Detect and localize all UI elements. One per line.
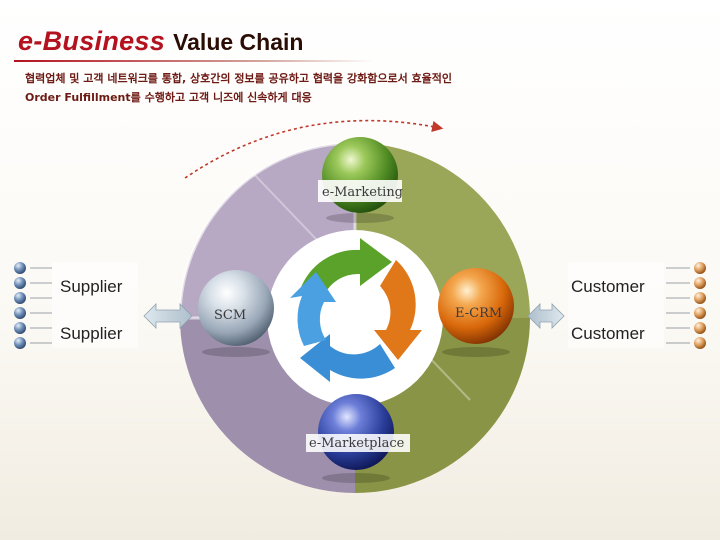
ball-e-marketing: e-Marketing	[318, 137, 403, 223]
label-e-marketplace: e-Marketplace	[309, 436, 405, 451]
node-dot-icon	[694, 292, 706, 304]
blue-sphere-icon	[318, 394, 394, 470]
title: e-Business Value Chain	[18, 26, 303, 57]
left-dots	[14, 262, 26, 349]
right-dots	[694, 262, 706, 349]
node-dot-icon	[694, 277, 706, 289]
label-customer-top: Customer	[571, 277, 645, 296]
node-dot-icon	[694, 337, 706, 349]
label-supplier-bottom: Supplier	[60, 324, 123, 343]
node-dot-icon	[14, 292, 26, 304]
title-main: e-Business	[18, 26, 166, 56]
cycle-arrow-orange	[374, 260, 422, 360]
description-line-2: Order Fulfillment를 수행하고 고객 니즈에 신속하게 대응	[25, 91, 312, 104]
right-network: Customer Customer	[527, 262, 706, 349]
node-dot-icon	[14, 322, 26, 334]
node-dot-icon	[694, 322, 706, 334]
node-dot-icon	[14, 277, 26, 289]
node-dot-icon	[14, 307, 26, 319]
cycle-arrow-lightblue	[290, 272, 336, 346]
cycle-arrow-blue	[300, 334, 395, 382]
orange-sphere-icon	[438, 268, 514, 344]
label-e-crm: E-CRM	[455, 306, 502, 321]
node-dot-icon	[694, 262, 706, 274]
double-arrow-left-icon	[143, 303, 193, 329]
title-underline	[14, 60, 374, 62]
description-line-1: 협력업체 및 고객 네트워크를 통합, 상호간의 정보를 공유하고 협력을 강화…	[25, 72, 453, 85]
left-network: Supplier Supplier	[14, 262, 193, 349]
cycle-arrows	[290, 238, 422, 382]
node-dot-icon	[14, 262, 26, 274]
ball-e-marketplace: e-Marketplace	[306, 394, 410, 483]
double-arrow-right-icon	[527, 303, 565, 329]
label-customer-bottom: Customer	[571, 324, 645, 343]
silver-sphere-icon	[198, 270, 274, 346]
title-sub: Value Chain	[173, 29, 304, 55]
left-connectors	[30, 267, 52, 344]
node-dot-icon	[694, 307, 706, 319]
ball-scm: SCM	[198, 270, 274, 357]
node-dot-icon	[14, 337, 26, 349]
top-flow-arc	[184, 119, 444, 179]
label-supplier-top: Supplier	[60, 277, 123, 296]
label-e-marketing: e-Marketing	[322, 185, 403, 200]
right-connectors	[666, 267, 690, 344]
label-scm: SCM	[214, 308, 246, 323]
ball-e-crm: E-CRM	[438, 268, 514, 357]
